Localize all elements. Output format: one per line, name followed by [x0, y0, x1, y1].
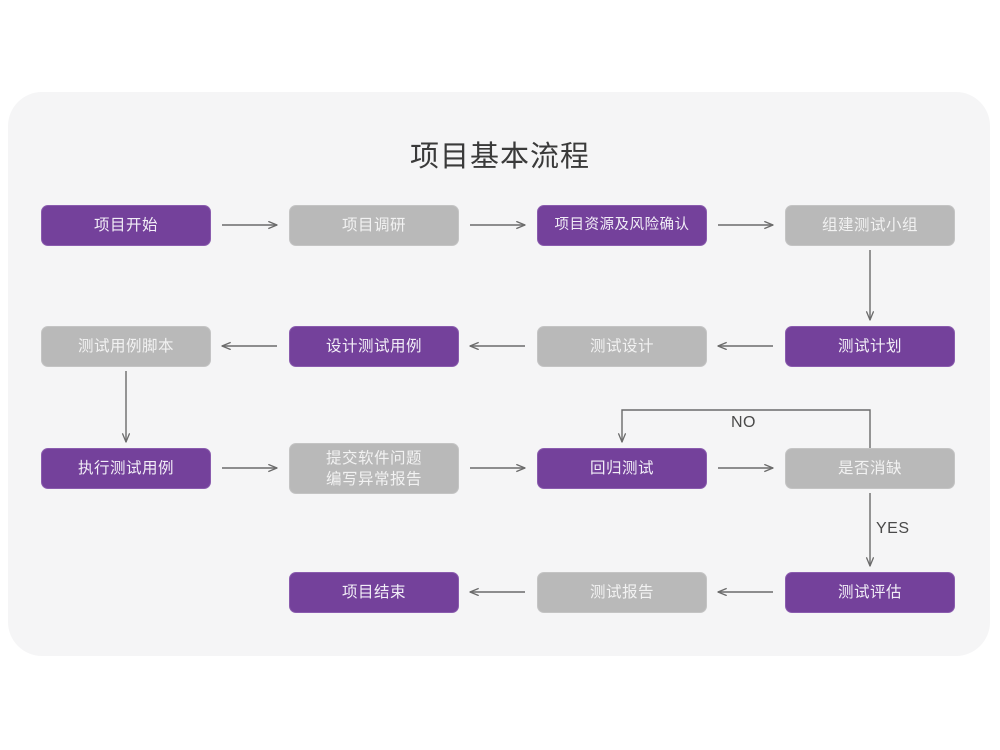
node-test-report[interactable]: 测试报告 — [537, 572, 707, 613]
edge-label-yes: YES — [876, 520, 910, 537]
node-test-case-script[interactable]: 测试用例脚本 — [41, 326, 211, 367]
page-title: 项目基本流程 — [409, 141, 590, 173]
node-test-plan[interactable]: 测试计划 — [785, 326, 955, 367]
edge-label-no: NO — [731, 414, 756, 431]
node-project-research[interactable]: 项目调研 — [289, 205, 459, 246]
node-regression-test[interactable]: 回归测试 — [537, 448, 707, 489]
node-design-test-cases[interactable]: 设计测试用例 — [289, 326, 459, 367]
node-submit-issue-report[interactable]: 提交软件问题 编写异常报告 — [289, 443, 459, 494]
node-test-evaluation[interactable]: 测试评估 — [785, 572, 955, 613]
diagram-panel — [8, 92, 990, 656]
node-test-design[interactable]: 测试设计 — [537, 326, 707, 367]
node-defect-cleared[interactable]: 是否消缺 — [785, 448, 955, 489]
node-project-end[interactable]: 项目结束 — [289, 572, 459, 613]
node-resource-risk-confirm[interactable]: 项目资源及风险确认 — [537, 205, 707, 246]
node-project-start[interactable]: 项目开始 — [41, 205, 211, 246]
node-form-test-team[interactable]: 组建测试小组 — [785, 205, 955, 246]
node-execute-test-cases[interactable]: 执行测试用例 — [41, 448, 211, 489]
